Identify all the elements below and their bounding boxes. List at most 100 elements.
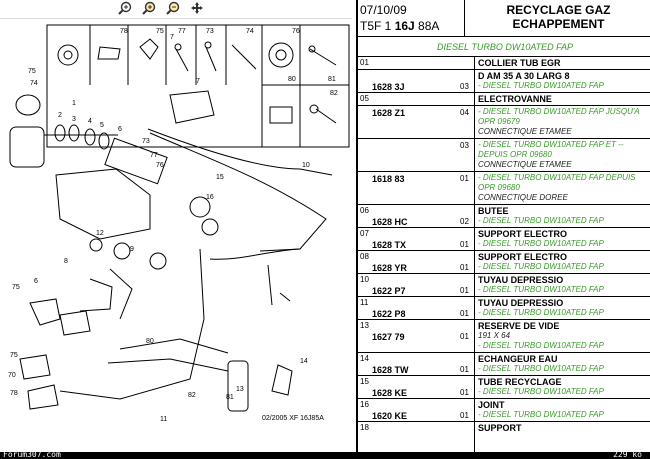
svg-text:7: 7 — [196, 78, 200, 85]
row-detail: OPR 09680 — [478, 183, 520, 192]
row-index: 05 — [360, 94, 369, 103]
row-description: RESERVE DE VIDE — [478, 321, 560, 331]
row-quantity: 01 — [460, 388, 469, 397]
svg-text:2: 2 — [58, 112, 62, 119]
row-quantity: 01 — [460, 174, 469, 183]
row-description: SUPPORT ELECTRO — [478, 252, 568, 262]
diagram-caption: 02/2005 XF 16J85A — [262, 415, 324, 422]
header-model: T5F 1 16J 88A — [360, 19, 440, 33]
zoom-in-icon[interactable] — [118, 1, 132, 15]
row-quantity: 02 — [460, 217, 469, 226]
row-description: SUPPORT ELECTRO — [478, 229, 568, 239]
row-index: 08 — [360, 252, 369, 261]
row-quantity: 04 — [460, 108, 469, 117]
row-description: BUTEE — [478, 206, 509, 216]
row-reference: 1622 P7 — [372, 286, 406, 296]
svg-text:13: 13 — [236, 386, 244, 393]
svg-text:73: 73 — [142, 138, 150, 145]
row-index: 10 — [360, 275, 369, 284]
zoom-out-icon[interactable] — [166, 1, 180, 15]
row-reference: 1628 Z1 — [372, 108, 406, 118]
svg-text:6: 6 — [34, 278, 38, 285]
row-detail: - DIESEL TURBO DW10ATED FAP — [478, 364, 604, 373]
svg-text:10: 10 — [302, 162, 310, 169]
row-index: 16 — [360, 400, 369, 409]
row-quantity: 01 — [460, 365, 469, 374]
row-index: 18 — [360, 423, 369, 432]
row-detail: - DIESEL TURBO DW10ATED FAP — [478, 341, 604, 350]
row-reference: 1627 79 — [372, 332, 405, 342]
svg-text:73: 73 — [206, 28, 214, 35]
svg-text:74: 74 — [246, 28, 254, 35]
row-reference: 1622 P8 — [372, 309, 406, 319]
svg-text:14: 14 — [300, 358, 308, 365]
row-reference: 1628 KE — [372, 388, 408, 398]
row-detail: - DIESEL TURBO DW10ATED FAP — [478, 285, 604, 294]
row-detail: CONNECTIQUE ETAMEE — [478, 127, 572, 136]
svg-text:77: 77 — [178, 28, 186, 35]
parts-row[interactable]: 03- DIESEL TURBO DW10ATED FAP ET --DEPUI… — [358, 138, 650, 172]
row-index: 15 — [360, 377, 369, 386]
svg-text:70: 70 — [8, 372, 16, 379]
footer-filesize: 229 ko — [613, 450, 642, 459]
row-reference: 1618 83 — [372, 174, 405, 184]
svg-text:81: 81 — [226, 394, 234, 401]
svg-text:76: 76 — [292, 28, 300, 35]
pan-icon[interactable] — [190, 1, 204, 15]
row-description: TUYAU DEPRESSIO — [478, 275, 564, 285]
parts-row[interactable]: 01 COLLIER TUB EGR — [358, 56, 650, 70]
row-detail: CONNECTIQUE ETAMEE — [478, 160, 572, 169]
callout-label: 75 — [28, 68, 36, 75]
row-quantity: 01 — [460, 240, 469, 249]
row-description: TUBE RECYCLAGE — [478, 377, 562, 387]
svg-text:1: 1 — [72, 100, 76, 107]
svg-text:5: 5 — [100, 122, 104, 129]
svg-text:9: 9 — [130, 246, 134, 253]
row-quantity: 01 — [460, 286, 469, 295]
svg-text:7: 7 — [170, 34, 174, 41]
row-reference: 1628 3J — [372, 82, 405, 92]
svg-text:12: 12 — [96, 230, 104, 237]
row-description: TUYAU DEPRESSIO — [478, 298, 564, 308]
svg-text:75: 75 — [10, 352, 18, 359]
svg-text:4: 4 — [88, 118, 92, 125]
row-index: 13 — [360, 321, 369, 330]
row-index: 01 — [360, 58, 369, 67]
parts-row[interactable]: 1618 83 01 - DIESEL TURBO DW10ATED FAP DEP… — [358, 171, 650, 205]
row-reference: 1628 YR — [372, 263, 407, 273]
svg-text:74: 74 — [30, 80, 38, 87]
row-detail: - DIESEL TURBO DW10ATED FAP — [478, 216, 604, 225]
row-detail: - DIESEL TURBO DW10ATED FAP — [478, 410, 604, 419]
zoom-in-alt-icon[interactable] — [142, 1, 156, 15]
row-detail: - DIESEL TURBO DW10ATED FAP — [478, 239, 604, 248]
parts-row[interactable]: 05 ELECTROVANNE — [358, 92, 650, 106]
kit-frame — [46, 24, 350, 148]
footer-site: Forum307.com — [3, 450, 61, 459]
row-detail: DEPUIS OPR 09680 — [478, 150, 552, 159]
row-quantity: 01 — [460, 332, 469, 341]
svg-text:75: 75 — [12, 284, 20, 291]
row-reference: 1628 TX — [372, 240, 407, 250]
row-description: ELECTROVANNE — [478, 94, 552, 104]
row-index: 11 — [360, 298, 369, 307]
row-description: JOINT — [478, 400, 505, 410]
parts-row[interactable]: 10 TUYAU DEPRESSIO 1622 P7 01 - DIESEL TURBO… — [358, 273, 650, 297]
row-quantity: 01 — [460, 411, 469, 420]
svg-text:15: 15 — [216, 174, 224, 181]
row-detail: - DIESEL TURBO DW10ATED FAP DEPUIS — [478, 173, 636, 182]
svg-text:11: 11 — [160, 416, 167, 423]
row-description: COLLIER TUB EGR — [478, 58, 561, 68]
